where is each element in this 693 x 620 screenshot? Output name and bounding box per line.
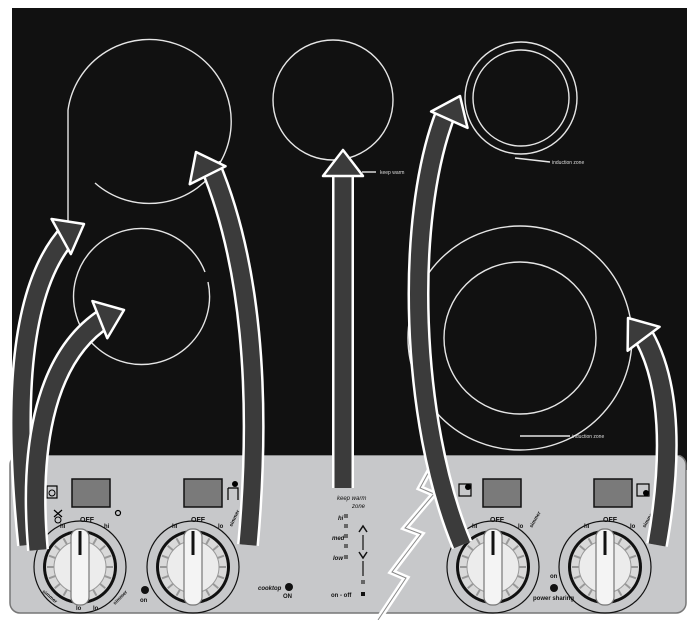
knob3-off: OFF (490, 517, 505, 524)
arrow-knob2-to-bridge (188, 150, 265, 546)
zone-button-1[interactable] (71, 478, 111, 508)
zone-button-2[interactable] (183, 478, 223, 508)
keep-warm-up-button[interactable] (358, 524, 368, 533)
knob3-hi: hi (472, 524, 478, 530)
front-right-zone-icon (636, 483, 650, 497)
back-right-induction-outer (464, 41, 578, 155)
back-right-induction-inner (472, 49, 570, 147)
cooktop-label: cooktop (258, 586, 282, 592)
keep-warm-med: med (332, 536, 345, 542)
bridge-element-ring (67, 38, 232, 230)
knobs (33, 520, 652, 614)
keep-warm-control: keep warm zone hi med low on - off (331, 496, 368, 599)
zone-button-4[interactable] (593, 478, 633, 508)
keep-warm-subtitle: zone (351, 504, 366, 510)
knob4-hi: hi (584, 524, 590, 530)
knob4-lo: lo (630, 524, 636, 530)
knob1-off: OFF (80, 517, 95, 524)
back-right-induction-tick (514, 157, 551, 163)
keep-warm-down-button[interactable] (358, 551, 368, 560)
arrow-knob4-to-front-right (626, 316, 678, 547)
induction-tag-bottom: induction zone (572, 434, 604, 440)
power-sharing-label: power sharing (533, 596, 574, 602)
arrow-knob3-to-back-right (407, 94, 473, 550)
keep-warm-hi: hi (338, 516, 344, 522)
cooktop-on-label: ON (283, 594, 292, 600)
knob1-lo-bottom: lo (76, 606, 82, 612)
back-right-zone-icon (458, 483, 472, 497)
bridge-element-icon (227, 481, 239, 500)
induction-tag-top: induction zone (552, 160, 584, 166)
power-sharing-indicator (550, 584, 558, 592)
control-knob-2[interactable] (146, 520, 240, 614)
keep-warm-low: low (333, 556, 343, 562)
keep-warm-level-leds (344, 514, 365, 596)
knob2-hi: hi (172, 524, 178, 530)
knob3-lo: lo (518, 524, 524, 530)
power-indicator-icon (141, 586, 149, 594)
dual-element-icon (46, 485, 58, 499)
back-left-zone-icon (53, 509, 122, 524)
knob1-hi: hi (60, 524, 66, 530)
front-left-element-ring (72, 227, 211, 366)
arrow-knob1-to-front-left (24, 299, 126, 551)
keep-warm-tag: keep warm (380, 170, 404, 176)
zone-buttons (46, 478, 650, 524)
control-knob-3[interactable] (446, 520, 540, 614)
zone-button-3[interactable] (482, 478, 522, 508)
arrows (9, 94, 678, 551)
knob3-on: on (550, 574, 558, 580)
heating-elements (67, 38, 633, 451)
cooktop-on-indicator (285, 583, 293, 591)
knob4-off: OFF (603, 517, 618, 524)
arrow-keep-warm-to-center (321, 148, 365, 488)
knob1-lo-right: lo (93, 606, 99, 612)
keep-warm-title: keep warm (337, 496, 366, 502)
control-knob-1[interactable] (33, 520, 127, 614)
arrow-knob1-to-back-left (9, 217, 86, 547)
center-keep-warm-ring (272, 39, 394, 161)
keep-warm-on-off: on - off (331, 593, 352, 599)
knob2-off: OFF (191, 517, 206, 524)
front-right-induction-inner (443, 261, 597, 415)
knob1-on: on (140, 598, 148, 604)
knob2-lo: lo (218, 524, 224, 530)
knob1-hi-right: hi (104, 524, 110, 530)
control-knob-4[interactable] (558, 520, 652, 614)
